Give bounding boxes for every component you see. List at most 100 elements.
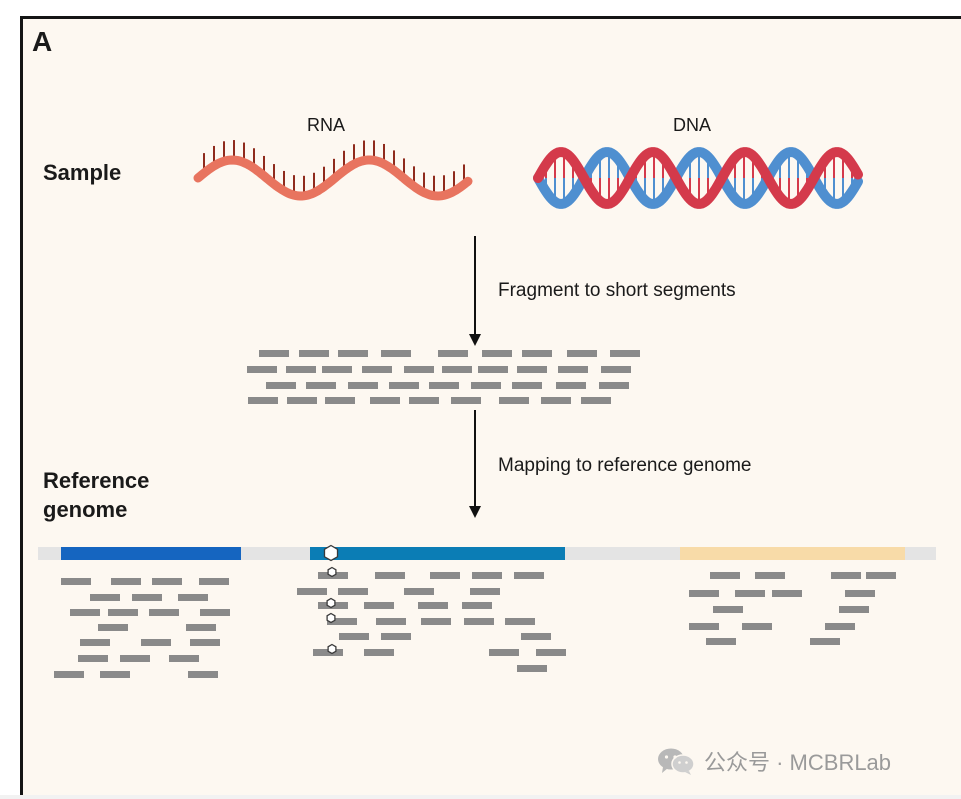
short-fragment (499, 397, 529, 404)
mapped-read (54, 671, 84, 678)
mapped-read (152, 578, 182, 585)
rna-bases (203, 140, 465, 196)
mapped-read (313, 649, 343, 656)
short-fragment (381, 350, 411, 357)
reference-genome-track (38, 547, 936, 560)
mapped-read (430, 572, 460, 579)
mapped-read (188, 671, 218, 678)
mapped-read (505, 618, 535, 625)
mapped-read (339, 633, 369, 640)
mapped-read (464, 618, 494, 625)
short-fragment (438, 350, 468, 357)
mapped-read (689, 623, 719, 630)
fragment-arrow (469, 236, 481, 346)
mapped-read (364, 602, 394, 609)
short-fragment (266, 382, 296, 389)
mapped-read (364, 649, 394, 656)
mapped-read (514, 572, 544, 579)
short-fragment (322, 366, 352, 373)
dna-strand-red (533, 147, 863, 209)
reference-genome-label-line2: genome (43, 497, 128, 522)
short-fragment (409, 397, 439, 404)
short-fragment (348, 382, 378, 389)
mapped-read (866, 572, 896, 579)
mapped-read (489, 649, 519, 656)
short-fragment (558, 366, 588, 373)
figure-panel (20, 16, 952, 798)
mapped-read (78, 655, 108, 662)
short-fragment (338, 350, 368, 357)
short-fragment (259, 350, 289, 357)
short-fragment (404, 366, 434, 373)
short-fragment (478, 366, 508, 373)
short-fragment (599, 382, 629, 389)
mapped-read (376, 618, 406, 625)
mapped-read (772, 590, 802, 597)
short-fragment (370, 397, 400, 404)
mapped-read (190, 639, 220, 646)
mapped-read (735, 590, 765, 597)
mapped-read (297, 588, 327, 595)
mapped-read (462, 602, 492, 609)
hexagon-marker-icon (323, 544, 339, 562)
mapped-read (70, 609, 100, 616)
mapped-read (831, 572, 861, 579)
mapped-read (689, 590, 719, 597)
short-fragment (248, 397, 278, 404)
mapped-read (80, 639, 110, 646)
hexagon-marker-icon (326, 612, 336, 624)
short-fragment (567, 350, 597, 357)
variant-markers (323, 544, 339, 655)
mapped-read (713, 606, 743, 613)
mapped-read (120, 655, 150, 662)
mapped-read (375, 572, 405, 579)
mapped-read (149, 609, 179, 616)
bottom-strip (0, 795, 961, 799)
mapped-read (536, 649, 566, 656)
mapped-read (517, 665, 547, 672)
short-fragment (451, 397, 481, 404)
dna-label: DNA (673, 115, 712, 135)
short-fragment (471, 382, 501, 389)
mapped-read (200, 609, 230, 616)
short-fragment (522, 350, 552, 357)
short-fragments (247, 350, 640, 404)
mapped-read (421, 618, 451, 625)
mapped-read (98, 624, 128, 631)
gene-3 (680, 547, 905, 560)
short-fragment (442, 366, 472, 373)
short-fragment (601, 366, 631, 373)
mapped-read (825, 623, 855, 630)
watermark-text: 公众号 · MCBRLab (704, 750, 892, 775)
short-fragment (581, 397, 611, 404)
short-fragment (287, 397, 317, 404)
short-fragment (517, 366, 547, 373)
short-fragment (362, 366, 392, 373)
mapped-read (810, 638, 840, 645)
rna-backbone (193, 155, 473, 201)
dna-strand-blue (533, 147, 863, 209)
mapped-read (186, 624, 216, 631)
sample-label: Sample (43, 160, 122, 185)
mapped-read (706, 638, 736, 645)
hexagon-marker-icon (327, 566, 337, 578)
short-fragment (429, 382, 459, 389)
mapped-reads (54, 572, 896, 678)
mapped-read (169, 655, 199, 662)
mapped-read (839, 606, 869, 613)
short-fragment (482, 350, 512, 357)
mapped-read (472, 572, 502, 579)
mapped-read (404, 588, 434, 595)
mapping-arrow (469, 410, 481, 518)
short-fragment (247, 366, 277, 373)
mapped-read (132, 594, 162, 601)
mapped-read (111, 578, 141, 585)
short-fragment (541, 397, 571, 404)
wechat-icon (658, 748, 695, 775)
hexagon-marker-icon (327, 643, 337, 655)
rna-strand (193, 140, 473, 201)
fragment-step-label: Fragment to short segments (498, 280, 736, 301)
mapped-read (327, 618, 357, 625)
short-fragment (512, 382, 542, 389)
